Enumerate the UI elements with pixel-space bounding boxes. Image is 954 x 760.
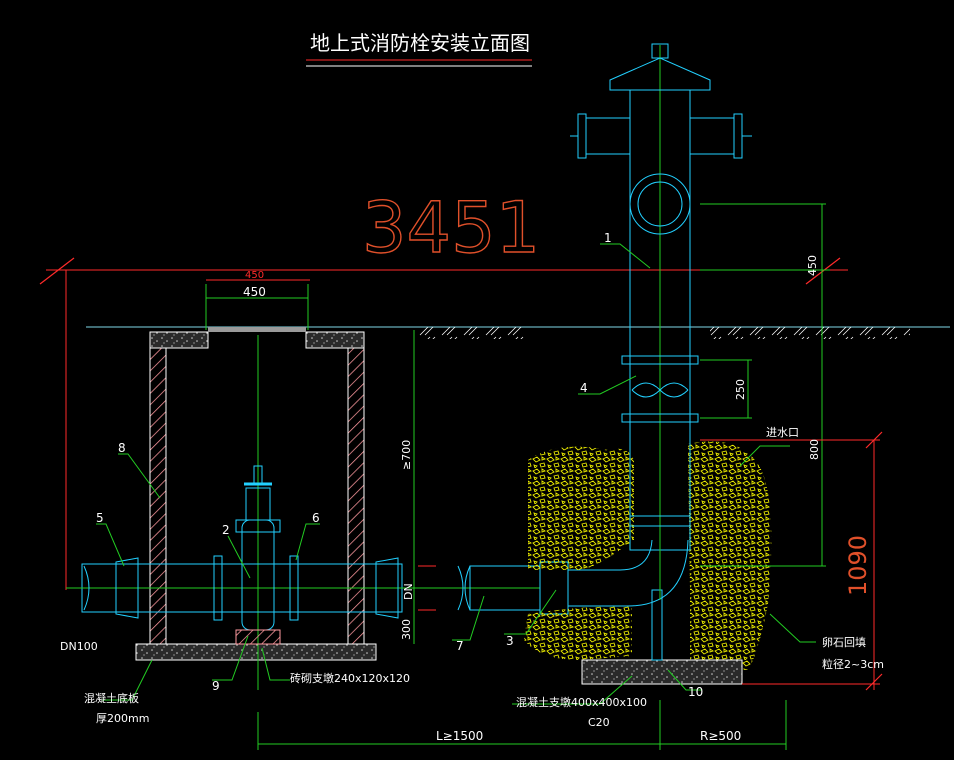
outlet-left	[585, 117, 631, 155]
pumper-outlet-outer	[629, 173, 691, 235]
callout-5: 5	[96, 511, 104, 525]
outlet-right-flange	[733, 113, 743, 159]
leader-brick-support	[261, 647, 290, 681]
big-dimension-text: 3451	[362, 187, 540, 269]
breakaway-flange-top	[621, 355, 699, 365]
leader-4	[578, 375, 637, 395]
hydrant-top-nut	[651, 43, 669, 59]
label-gravel-size: 粒径2~3cm	[822, 657, 884, 671]
callout-6: 6	[312, 511, 320, 525]
label-base-thk: 厚200mm	[96, 712, 149, 725]
manhole-cover	[208, 327, 306, 332]
label-c20: C20	[588, 716, 610, 729]
leader-conc-support	[512, 675, 633, 705]
callout-7: 7	[456, 639, 464, 653]
leader-inlet	[739, 445, 790, 467]
leader-gravel	[769, 613, 816, 643]
flange-left	[213, 555, 223, 621]
callout-9: 9	[212, 679, 220, 693]
support-column	[651, 589, 663, 661]
leader-6	[295, 523, 320, 561]
barrel-lower-flange	[629, 515, 691, 527]
base-slab	[135, 643, 377, 661]
label-gravel: 卵石回填	[822, 635, 866, 649]
leader-5	[96, 523, 125, 567]
top-dim-tick-left	[39, 257, 75, 285]
breakaway-flange-bottom	[621, 413, 699, 423]
callout-10: 10	[688, 685, 703, 699]
leader-8	[118, 453, 161, 499]
drawing-title: 地上式消防栓安装立面图	[310, 31, 530, 55]
label-brick-support: 砖砌支墩240x120x120	[290, 671, 410, 685]
breakaway-coupling	[631, 382, 689, 398]
connector-break	[457, 565, 471, 611]
pumper-outlet-inner	[637, 181, 683, 227]
callout-8: 8	[118, 441, 126, 455]
leader-1	[600, 243, 651, 269]
gravel-lower-left	[524, 606, 632, 660]
callout-4: 4	[580, 381, 588, 395]
dim-l1500: L≥1500	[436, 729, 483, 743]
label-dn100: DN100	[60, 640, 98, 653]
callout-leaders	[96, 243, 816, 705]
gravel-upper-left	[528, 446, 634, 570]
dim-1090: 1090	[844, 535, 872, 596]
cover-slab-left	[149, 331, 209, 349]
elbow-bend	[568, 539, 689, 607]
callout-2: 2	[222, 523, 230, 537]
dim-450-red: 450	[245, 270, 264, 281]
soil-hatch-2	[710, 327, 910, 339]
dim-450-right: 450	[806, 255, 819, 276]
label-inlet: 进水口	[766, 426, 799, 439]
label-conc-support: 混凝土支墩400x400x100	[516, 695, 647, 709]
dim-1090-tick-top	[865, 431, 883, 449]
leader-base	[102, 659, 153, 701]
callout-3: 3	[506, 634, 514, 648]
pipe-socket-right	[375, 557, 399, 619]
leader-2	[227, 535, 251, 579]
outlet-right	[689, 117, 735, 155]
callout-1: 1	[604, 231, 612, 245]
concrete-support	[581, 659, 743, 685]
label-base: 混凝土底板	[84, 691, 139, 705]
gate-valve-stem	[253, 465, 263, 485]
leader-9	[212, 635, 249, 681]
dim-1090-tick-bottom	[865, 673, 883, 691]
dim-800: 800	[808, 439, 821, 460]
leader-7	[452, 595, 485, 641]
leader-3	[504, 589, 557, 635]
gate-valve-bonnet	[245, 487, 271, 521]
dim-250: 250	[734, 379, 747, 400]
pipe-break-left	[83, 565, 90, 611]
chamber-wall-right	[347, 347, 365, 645]
leader-10	[667, 669, 702, 691]
soil-hatch-1	[414, 327, 529, 339]
top-dim-tick-right	[805, 257, 841, 285]
pipe-socket-left	[115, 557, 139, 619]
cover-slab-right	[305, 331, 365, 349]
brick-support	[235, 629, 281, 645]
gravel-right	[688, 441, 772, 670]
outlet-left-flange	[577, 113, 587, 159]
dim-300: 300	[400, 619, 413, 640]
dim-r500: R≥500	[700, 729, 741, 743]
flange-right	[289, 555, 299, 621]
dim-dn: DN	[402, 583, 415, 600]
dim-450-white: 450	[243, 285, 266, 299]
dim-700: ≥700	[400, 440, 413, 470]
hydrant-cap	[609, 57, 711, 91]
